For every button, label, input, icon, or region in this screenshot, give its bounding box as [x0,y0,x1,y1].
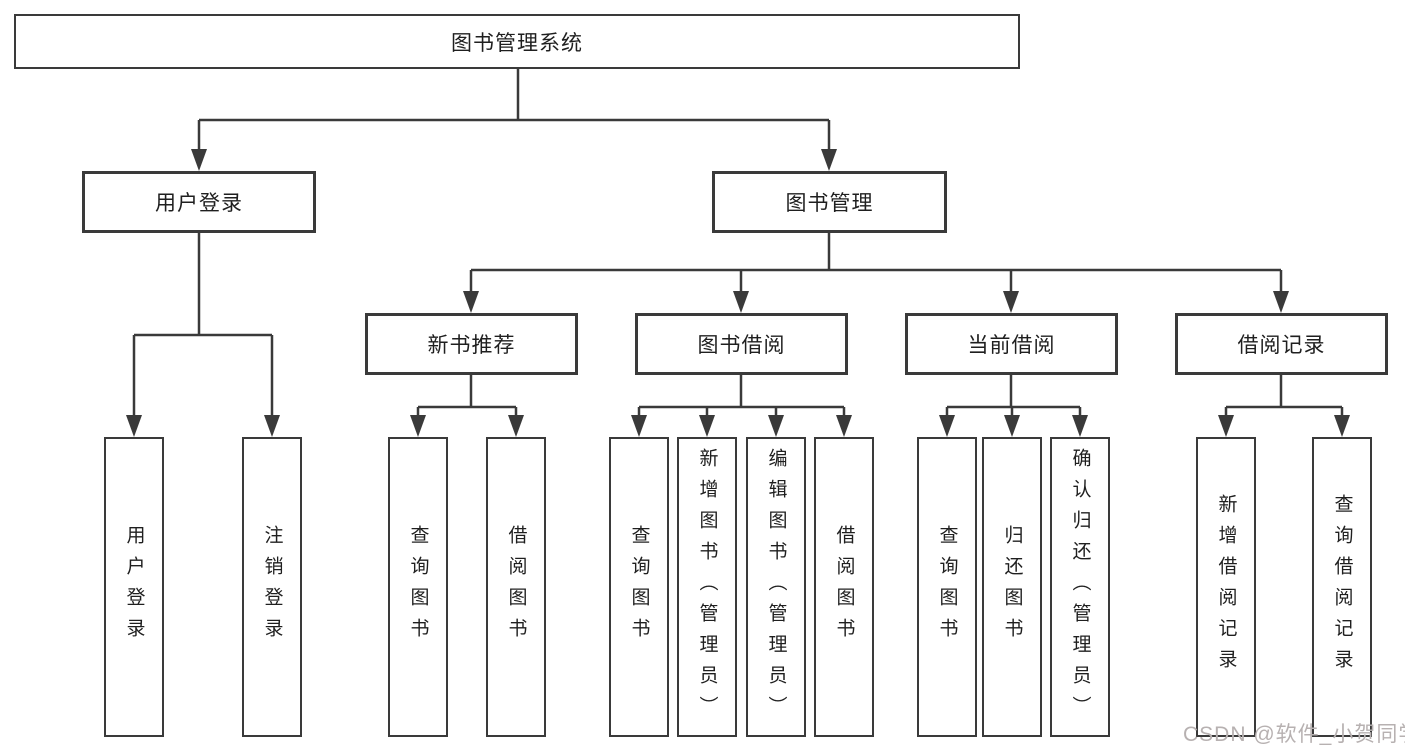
leaf-add-books-admin: 新增图书（管理员） [677,437,737,737]
leaf-query-books-recommend: 查询图书 [388,437,448,737]
node-label: 借阅图书 [833,525,855,649]
arrowhead [1273,291,1289,313]
leaf-add-borrow-record: 新增借阅记录 [1196,437,1256,737]
arrowhead [733,291,749,313]
arrowhead [768,415,784,437]
leaf-query-books-borrow: 查询图书 [609,437,669,737]
node-book-borrowing: 图书借阅 [635,313,848,375]
node-label: 归还图书 [1001,525,1023,649]
connector-borrow-records-branch [1224,375,1344,419]
node-label: 新书推荐 [427,334,516,357]
arrowhead [631,415,647,437]
arrowhead [1334,415,1350,437]
leaf-return-books: 归还图书 [982,437,1042,737]
arrowhead [1003,291,1019,313]
node-book-management: 图书管理 [712,171,947,233]
node-label: 查询借阅记录 [1331,494,1353,680]
leaf-query-books-current: 查询图书 [917,437,977,737]
node-label: 用户登录 [123,525,145,649]
node-new-book-recommendation: 新书推荐 [365,313,578,375]
node-label: 当前借阅 [967,334,1056,357]
node-label: 查询图书 [936,525,958,649]
node-library-management-system: 图书管理系统 [14,14,1020,69]
connector-current-borrow-branch [945,375,1082,419]
csdn-watermark: CSDN @软件_小贺同学 [1183,723,1405,746]
arrowhead [939,415,955,437]
arrowhead [264,415,280,437]
arrowhead [699,415,715,437]
connector-user-login-branch [132,233,274,419]
leaf-query-borrow-record: 查询借阅记录 [1312,437,1372,737]
node-label: 查询图书 [628,525,650,649]
arrowhead [836,415,852,437]
node-label: 图书管理 [785,192,874,215]
connector-root-to-level2 [197,69,831,153]
leaf-edit-books-admin: 编辑图书（管理员） [746,437,806,737]
node-current-borrowing: 当前借阅 [905,313,1118,375]
arrowhead [1072,415,1088,437]
node-label: 确认归还（管理员） [1069,447,1091,727]
node-label: 借阅图书 [505,525,527,649]
connector-new-book-branch [416,375,518,419]
node-label: 借阅记录 [1237,334,1326,357]
leaf-borrow-books-recommend: 借阅图书 [486,437,546,737]
arrowhead [1218,415,1234,437]
arrowhead [821,149,837,171]
node-label: 新增图书（管理员） [696,447,718,727]
arrowhead [191,149,207,171]
leaf-confirm-return-admin: 确认归还（管理员） [1050,437,1110,737]
arrowhead [463,291,479,313]
arrowhead [508,415,524,437]
connector-book-borrow-branch [637,375,846,419]
node-user-login-branch: 用户登录 [82,171,316,233]
node-label: 编辑图书（管理员） [765,447,787,727]
arrowhead [410,415,426,437]
arrowhead [126,415,142,437]
arrowhead [1004,415,1020,437]
leaf-borrow-books: 借阅图书 [814,437,874,737]
node-borrowing-records: 借阅记录 [1175,313,1388,375]
node-label: 注销登录 [261,525,283,649]
connector-book-management-to-level3 [469,233,1283,295]
node-label: 图书管理系统 [451,31,583,55]
node-label: 查询图书 [407,525,429,649]
leaf-user-login: 用户登录 [104,437,164,737]
arrowheads [126,149,1350,437]
node-label: 用户登录 [155,192,243,215]
node-label: 新增借阅记录 [1215,494,1237,680]
node-label: 图书借阅 [697,334,786,357]
leaf-logout: 注销登录 [242,437,302,737]
